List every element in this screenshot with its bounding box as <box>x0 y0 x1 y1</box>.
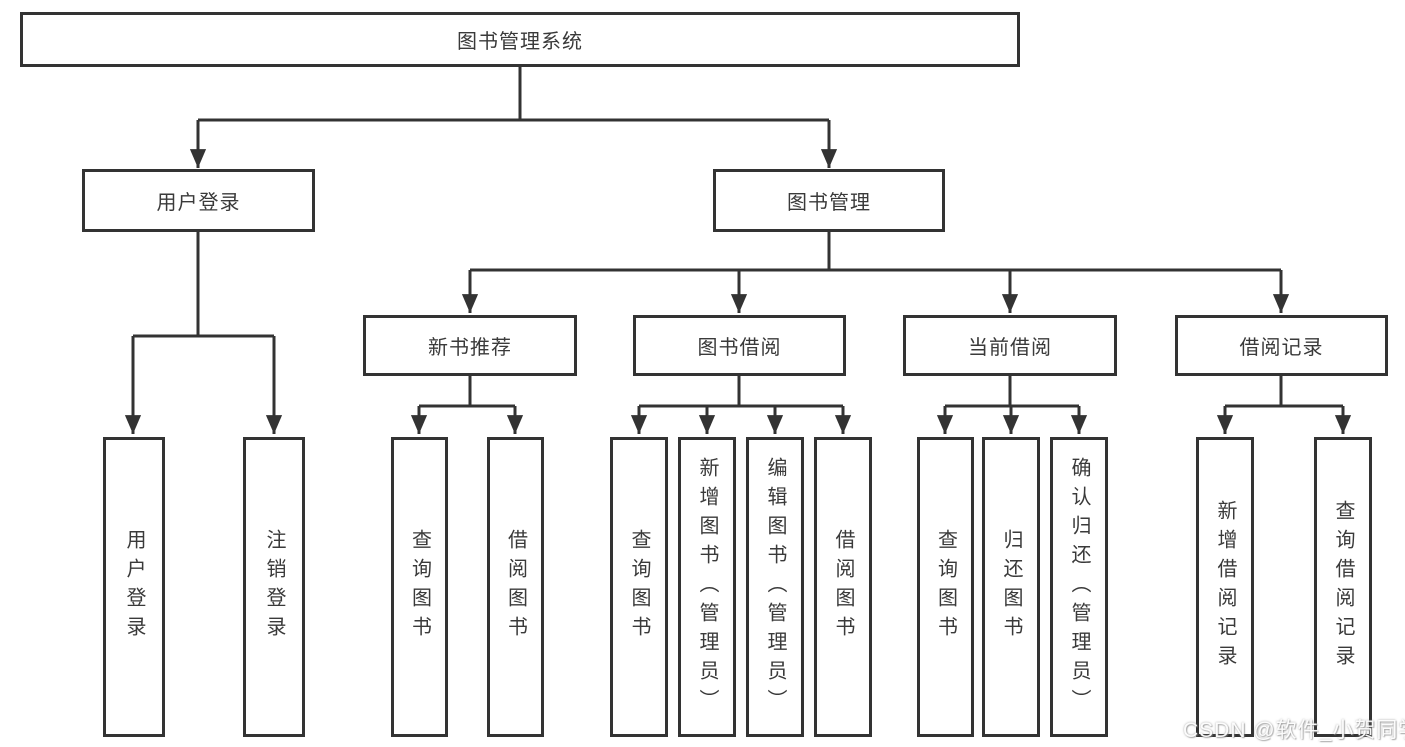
node-book-borrow: 图书借阅 <box>633 315 846 376</box>
leaf-user-login: 用户登录 <box>103 437 165 737</box>
leaf-add-borrow-record: 新增借阅记录 <box>1196 437 1254 737</box>
node-library-system: 图书管理系统 <box>20 12 1020 67</box>
leaf-query-books-recommend: 查询图书 <box>391 437 448 737</box>
leaf-add-book-admin: 新增图书（管理员） <box>678 437 736 737</box>
leaf-borrow-books: 借阅图书 <box>814 437 872 737</box>
node-borrow-records: 借阅记录 <box>1175 315 1388 376</box>
leaf-borrow-books-recommend: 借阅图书 <box>487 437 544 737</box>
node-user-login: 用户登录 <box>82 169 315 232</box>
leaf-query-borrow-record: 查询借阅记录 <box>1314 437 1372 737</box>
leaf-return-books: 归还图书 <box>982 437 1040 737</box>
leaf-logout: 注销登录 <box>243 437 305 737</box>
leaf-query-books-current: 查询图书 <box>917 437 974 737</box>
node-book-management: 图书管理 <box>713 169 945 232</box>
node-new-book-recommend: 新书推荐 <box>363 315 577 376</box>
leaf-confirm-return-admin: 确认归还（管理员） <box>1050 437 1108 737</box>
leaf-query-books-borrow: 查询图书 <box>610 437 668 737</box>
node-current-borrow: 当前借阅 <box>903 315 1117 376</box>
leaf-edit-book-admin: 编辑图书（管理员） <box>746 437 804 737</box>
